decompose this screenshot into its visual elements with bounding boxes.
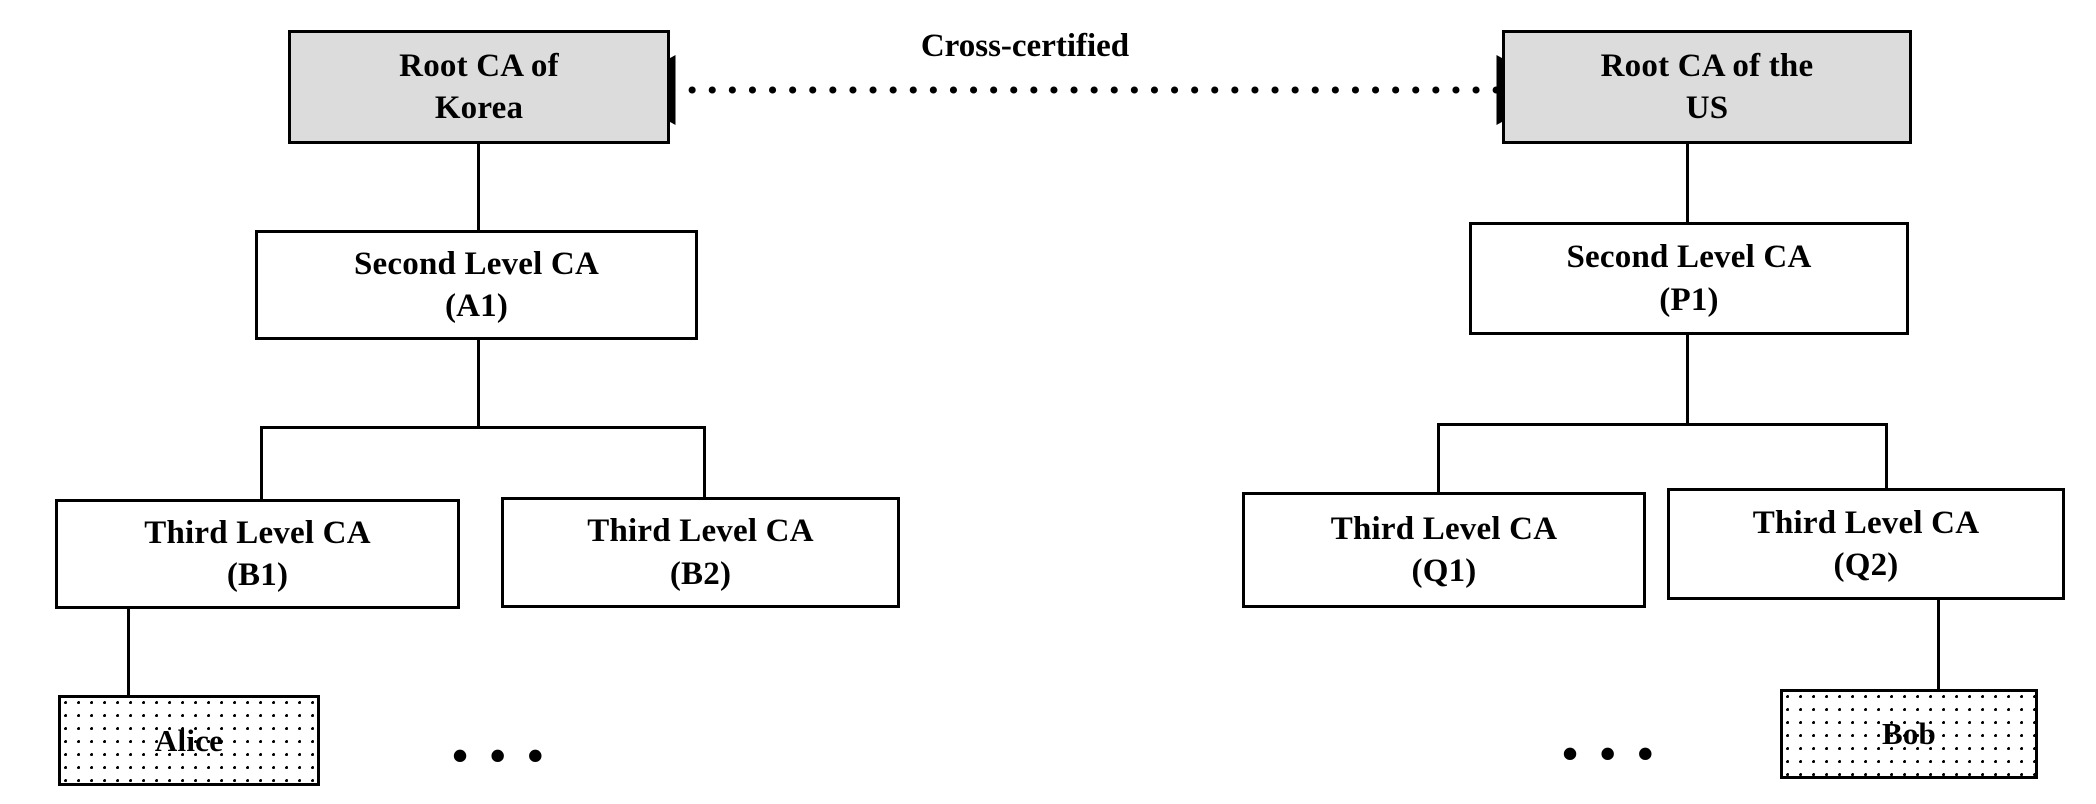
- node-second-level-ca-p1[interactable]: Second Level CA (P1): [1469, 222, 1909, 335]
- node-second-level-ca-a1-line2: (A1): [444, 288, 509, 324]
- node-second-level-ca-p1-line1: Second Level CA: [1566, 239, 1812, 276]
- edge-a1-to-b1: [260, 426, 263, 501]
- edge-root-us-to-p1: [1686, 144, 1689, 223]
- node-third-level-ca-b1-line1: Third Level CA: [144, 514, 371, 551]
- node-third-level-ca-b2-line2: (B2): [669, 555, 732, 592]
- node-root-ca-korea[interactable]: Root CA of Korea: [288, 30, 670, 144]
- edge-b1-to-alice: [127, 609, 130, 697]
- node-third-level-ca-q2-line2: (Q2): [1833, 547, 1899, 583]
- edge-root-korea-to-a1: [477, 144, 480, 233]
- ellipsis-right: • • •: [1562, 728, 1659, 779]
- edge-p1-split-bar: [1437, 423, 1888, 426]
- node-third-level-ca-b1-line2: (B1): [226, 557, 289, 593]
- node-root-ca-korea-line1: Root CA of: [399, 47, 559, 84]
- node-third-level-ca-q1-line2: (Q1): [1411, 553, 1477, 589]
- edge-a1-to-b2: [703, 426, 706, 498]
- edge-q2-to-bob: [1937, 600, 1940, 691]
- node-second-level-ca-a1[interactable]: Second Level CA (A1): [255, 230, 698, 340]
- ellipsis-left: • • •: [452, 730, 549, 781]
- node-third-level-ca-b2-line1: Third Level CA: [587, 513, 814, 550]
- node-root-ca-us-line1: Root CA of the: [1600, 47, 1814, 84]
- edge-p1-trunk: [1686, 335, 1689, 425]
- edge-a1-split-bar: [260, 426, 706, 429]
- node-third-level-ca-b2[interactable]: Third Level CA (B2): [501, 497, 900, 608]
- node-third-level-ca-q1-line1: Third Level CA: [1330, 510, 1558, 547]
- edge-a1-trunk: [477, 340, 480, 428]
- node-root-ca-us[interactable]: Root CA of the US: [1502, 30, 1912, 144]
- node-third-level-ca-b1[interactable]: Third Level CA (B1): [55, 499, 460, 609]
- edge-p1-to-q1: [1437, 423, 1440, 494]
- node-entity-bob-label: Bob: [1881, 716, 1937, 752]
- node-root-ca-us-line2: US: [1685, 90, 1729, 126]
- edge-p1-to-q2: [1885, 423, 1888, 490]
- node-entity-alice-label: Alice: [154, 722, 224, 758]
- node-third-level-ca-q2[interactable]: Third Level CA (Q2): [1667, 488, 2065, 600]
- node-third-level-ca-q1[interactable]: Third Level CA (Q1): [1242, 492, 1646, 608]
- node-second-level-ca-p1-line2: (P1): [1659, 281, 1719, 318]
- node-second-level-ca-a1-line1: Second Level CA: [354, 245, 599, 282]
- cross-certified-label: Cross-certified: [920, 28, 1130, 64]
- node-third-level-ca-q2-line1: Third Level CA: [1752, 504, 1980, 541]
- node-root-ca-korea-line2: Korea: [434, 90, 524, 126]
- node-entity-bob[interactable]: Bob: [1780, 689, 2038, 779]
- node-entity-alice[interactable]: Alice: [58, 695, 320, 786]
